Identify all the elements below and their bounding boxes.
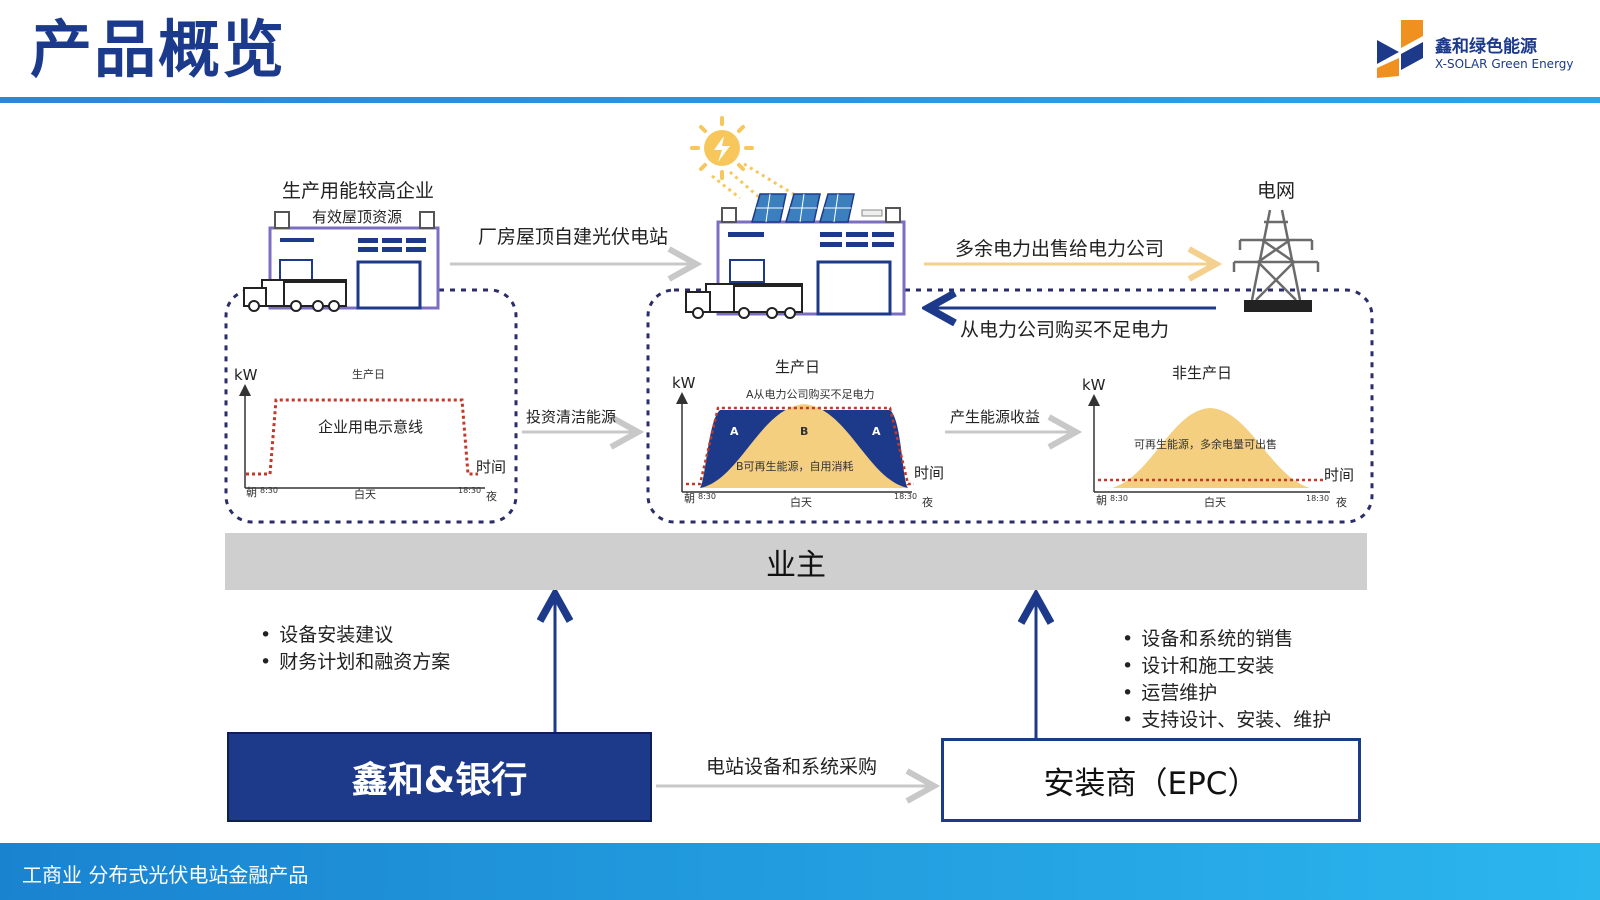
chart-mid-note-b: B可再生能源，自用消耗 bbox=[736, 460, 854, 473]
title-underline bbox=[0, 97, 1600, 103]
grid-label: 电网 bbox=[1257, 180, 1296, 202]
chart-right-title: 非生产日 bbox=[1172, 364, 1233, 382]
chart-right bbox=[1088, 394, 1330, 493]
chart-mid-xlabel: 时间 bbox=[914, 464, 945, 482]
chart-mid-tick-1830: 18:30 bbox=[894, 492, 918, 501]
chart-left-tick-830: 8:30 bbox=[260, 486, 278, 495]
chart-mid-ylabel: kW bbox=[672, 374, 696, 392]
bank-service-item: 设备安装建议 bbox=[260, 622, 450, 649]
epc-service-item: 设计和施工安装 bbox=[1122, 653, 1331, 680]
chart-mid bbox=[676, 392, 914, 493]
chart-left-load-line bbox=[246, 398, 478, 476]
chart-mid-title: 生产日 bbox=[775, 358, 821, 376]
chart-left-tick-start: 朝 bbox=[246, 486, 257, 499]
logo-name-cn: 鑫和绿色能源 bbox=[1435, 37, 1537, 57]
chart-mid-tick-end: 夜 bbox=[922, 496, 933, 509]
chart-mid-tick-830: 8:30 bbox=[698, 492, 716, 501]
epc-service-item: 运营维护 bbox=[1122, 680, 1331, 707]
revenue-arrow-label: 产生能源收益 bbox=[950, 408, 1041, 426]
chart-left-tick-1830: 18:30 bbox=[458, 486, 482, 495]
footer-bar bbox=[0, 843, 1600, 900]
enterprise-label: 生产用能较高企业 bbox=[282, 180, 435, 202]
chart-left-tick-end: 夜 bbox=[486, 490, 497, 503]
chart-mid-tick-start: 朝 bbox=[684, 492, 695, 505]
chart-mid-load-line bbox=[686, 406, 914, 486]
chart-right-note: 可再生能源，多余电量可出售 bbox=[1134, 438, 1277, 451]
factory-left-icon bbox=[243, 211, 440, 312]
left-scenario-frame bbox=[224, 288, 518, 524]
right-scenario-frame bbox=[646, 288, 1374, 524]
chart-right-tick-830: 8:30 bbox=[1110, 494, 1128, 503]
chart-right-tick-1830: 18:30 bbox=[1306, 494, 1330, 503]
chart-mid-note-top: A从电力公司购买不足电力 bbox=[746, 388, 875, 401]
chart-mid-tick-mid: 白天 bbox=[790, 496, 812, 509]
sun-icon bbox=[690, 116, 801, 200]
epc-box: 安装商（EPC） bbox=[941, 738, 1361, 822]
chart-left-title: 生产日 bbox=[352, 368, 385, 381]
epc-services-list: 设备和系统的销售 设计和施工安装 运营维护 支持设计、安装、维护 bbox=[1122, 626, 1331, 734]
epc-service-item: 支持设计、安装、维护 bbox=[1122, 707, 1331, 734]
chart-right-tick-end: 夜 bbox=[1336, 496, 1347, 509]
roof-resource-label: 有效屋顶资源 bbox=[312, 208, 403, 226]
chart-mid-label-a-left: A bbox=[730, 425, 739, 438]
chart-right-solar-area bbox=[1112, 408, 1310, 488]
power-tower-base bbox=[1244, 300, 1312, 312]
sell-power-label: 多余电力出售给电力公司 bbox=[955, 238, 1165, 260]
chart-left-tick-mid: 白天 bbox=[354, 488, 376, 501]
chart-left-xlabel: 时间 bbox=[476, 458, 507, 476]
company-logo-icon bbox=[1377, 20, 1423, 78]
chart-mid-solar-area bbox=[700, 404, 908, 488]
chart-right-tick-start: 朝 bbox=[1096, 494, 1107, 507]
invest-arrow-label: 投资清洁能源 bbox=[526, 408, 617, 426]
chart-right-ylabel: kW bbox=[1082, 376, 1106, 394]
page-title: 产品概览 bbox=[30, 13, 287, 86]
chart-left bbox=[239, 384, 485, 489]
bank-service-item: 财务计划和融资方案 bbox=[260, 649, 450, 676]
build-pv-arrow-label: 厂房屋顶自建光伏电站 bbox=[478, 226, 669, 248]
bank-services-list: 设备安装建议 财务计划和融资方案 bbox=[260, 622, 450, 676]
epc-service-item: 设备和系统的销售 bbox=[1122, 626, 1331, 653]
purchase-arrow-label: 电站设备和系统采购 bbox=[706, 756, 878, 778]
power-tower-icon bbox=[1232, 209, 1320, 301]
chart-left-ylabel: kW bbox=[234, 366, 258, 384]
chart-mid-label-a-right: A bbox=[872, 425, 881, 438]
chart-mid-label-b: B bbox=[800, 425, 809, 438]
chart-right-tick-mid: 白天 bbox=[1204, 496, 1226, 509]
logo-name-en: X-SOLAR Green Energy bbox=[1435, 57, 1574, 71]
buy-power-label: 从电力公司购买不足电力 bbox=[960, 319, 1170, 341]
factory-solar-icon bbox=[685, 193, 906, 319]
owner-bar: 业主 bbox=[225, 533, 1367, 590]
bank-box: 鑫和&银行 bbox=[227, 732, 652, 822]
footer-text: 工商业 分布式光伏电站金融产品 bbox=[22, 863, 309, 887]
chart-left-caption: 企业用电示意线 bbox=[318, 418, 424, 436]
chart-right-xlabel: 时间 bbox=[1324, 466, 1355, 484]
